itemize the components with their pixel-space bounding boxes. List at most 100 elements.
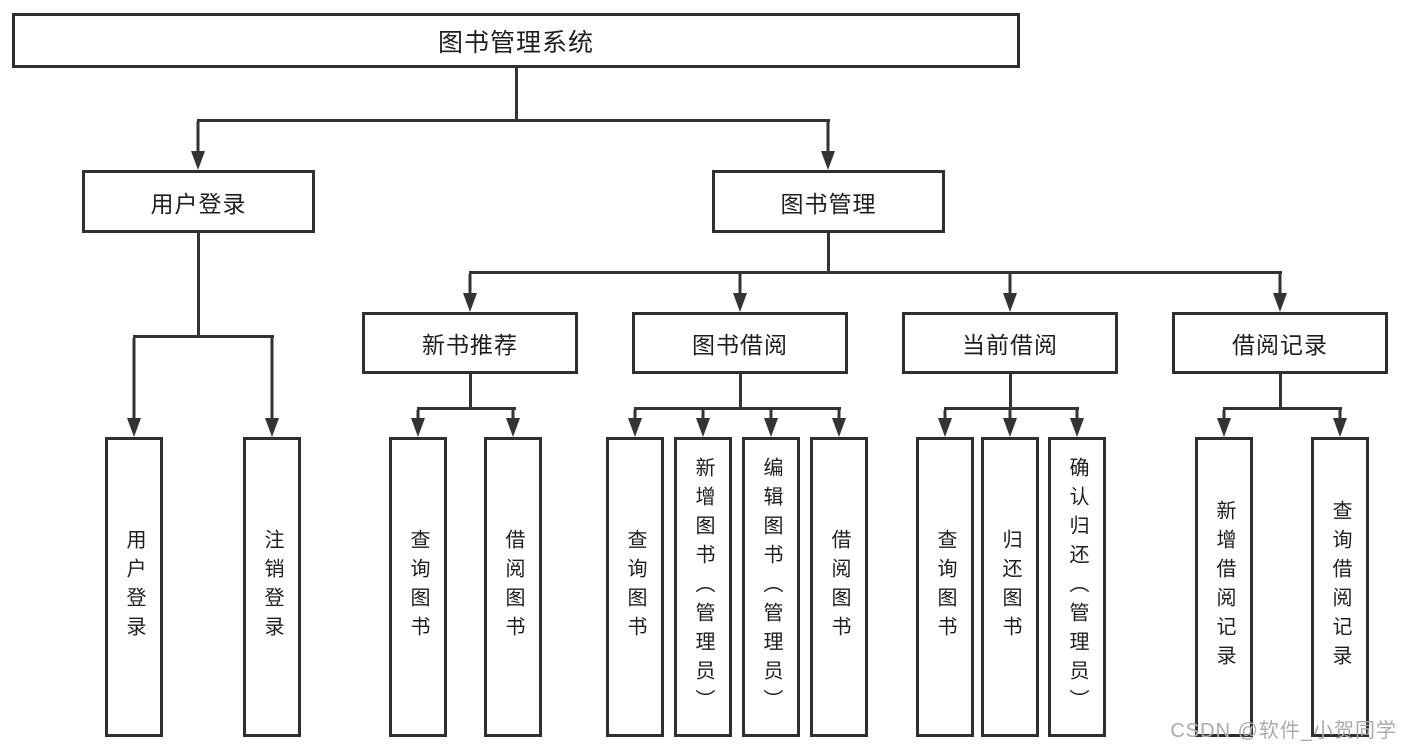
connector-borrowing-rail	[634, 407, 841, 410]
connector-recommend-rail	[417, 407, 516, 410]
leaf-label: 查询借阅记录	[1329, 500, 1351, 674]
connector-book-management-rail	[469, 271, 1282, 274]
arrow-down-icon	[1217, 418, 1231, 437]
arrow-to-add-borrow-record	[1217, 410, 1231, 437]
connector-book-management-stem	[827, 233, 830, 273]
node-user-login: 用户登录	[82, 170, 315, 233]
arrow-down-icon	[832, 418, 846, 437]
arrow-shaft	[769, 410, 773, 422]
leaf-query-books-recommend: 查询图书	[389, 437, 447, 737]
arrow-to-leaf-logout	[265, 338, 279, 437]
leaf-label: 新增借阅记录	[1213, 500, 1235, 674]
arrow-to-query-books-borrowing	[628, 410, 642, 437]
arrow-to-confirm-return-admin	[1070, 410, 1084, 437]
arrow-down-icon	[733, 293, 747, 312]
arrow-shaft	[633, 410, 637, 422]
node-label: 借阅记录	[1232, 332, 1328, 358]
arrow-to-current-borrowing	[1003, 274, 1017, 312]
arrow-shaft	[196, 121, 200, 155]
arrow-shaft	[738, 274, 742, 297]
arrow-shaft	[701, 410, 705, 422]
arrow-down-icon	[1003, 418, 1017, 437]
connector-root-rail	[197, 119, 830, 122]
arrow-to-new-book-recommendation	[463, 274, 477, 312]
arrow-to-query-books-recommend	[411, 410, 425, 437]
node-label: 图书借阅	[692, 332, 788, 358]
leaf-label: 注销登录	[261, 529, 283, 645]
node-label: 用户登录	[150, 190, 247, 217]
arrow-down-icon	[938, 418, 952, 437]
leaf-add-book-admin: 新增图书（管理员）	[674, 437, 732, 737]
leaf-label: 查询图书	[407, 529, 429, 645]
arrow-to-return-book	[1003, 410, 1017, 437]
node-label: 图书管理	[780, 190, 877, 217]
leaf-label: 查询图书	[934, 529, 956, 645]
arrow-shaft	[1338, 410, 1342, 422]
arrow-shaft	[826, 121, 830, 155]
arrow-shaft	[1075, 410, 1079, 422]
arrow-shaft	[1008, 274, 1012, 297]
connector-records-stem	[1279, 374, 1282, 410]
arrow-shaft	[1008, 410, 1012, 422]
arrow-to-book-borrowing	[733, 274, 747, 312]
leaf-label: 查询图书	[624, 529, 646, 645]
csdn-watermark: CSDN @软件_小贺同学	[1170, 720, 1397, 742]
leaf-confirm-return-admin: 确认归还（管理员）	[1048, 437, 1106, 737]
arrow-to-book-management	[821, 121, 835, 170]
arrow-shaft	[1278, 274, 1282, 297]
node-label: 新书推荐	[422, 332, 518, 358]
arrow-down-icon	[821, 151, 835, 170]
arrow-down-icon	[1273, 293, 1287, 312]
arrow-shaft	[837, 410, 841, 422]
leaf-label: 用户登录	[123, 529, 145, 645]
node-new-book-recommendation: 新书推荐	[362, 312, 578, 374]
arrow-down-icon	[764, 418, 778, 437]
connector-user-login-stem	[197, 233, 200, 337]
arrow-down-icon	[696, 418, 710, 437]
arrow-to-leaf-user-login	[127, 338, 141, 437]
leaf-label: 新增图书（管理员）	[692, 456, 714, 718]
arrow-shaft	[468, 274, 472, 297]
leaf-label: 归还图书	[999, 529, 1021, 645]
arrow-down-icon	[1333, 418, 1347, 437]
connector-borrowing-stem	[739, 374, 742, 410]
arrow-shaft	[132, 338, 136, 422]
leaf-query-borrow-record: 查询借阅记录	[1311, 437, 1369, 737]
leaf-edit-book-admin: 编辑图书（管理员）	[742, 437, 800, 737]
arrow-to-borrow-books-borrowing	[832, 410, 846, 437]
arrow-to-edit-book-admin	[764, 410, 778, 437]
arrow-down-icon	[411, 418, 425, 437]
arrow-down-icon	[265, 418, 279, 437]
arrow-shaft	[511, 410, 515, 422]
arrow-down-icon	[506, 418, 520, 437]
node-library-management-system: 图书管理系统	[12, 13, 1020, 68]
leaf-add-borrow-record: 新增借阅记录	[1195, 437, 1253, 737]
leaf-borrow-books-borrowing: 借阅图书	[810, 437, 868, 737]
arrow-down-icon	[127, 418, 141, 437]
leaf-logout: 注销登录	[243, 437, 301, 737]
node-current-borrowing: 当前借阅	[902, 312, 1118, 374]
node-book-borrowing: 图书借阅	[632, 312, 848, 374]
arrow-to-user-login	[191, 121, 205, 170]
node-borrowing-records: 借阅记录	[1172, 312, 1388, 374]
connector-records-rail	[1223, 407, 1342, 410]
node-book-management: 图书管理	[712, 170, 945, 233]
arrow-to-borrowing-records	[1273, 274, 1287, 312]
leaf-label: 借阅图书	[828, 529, 850, 645]
arrow-down-icon	[191, 151, 205, 170]
leaf-label: 确认归还（管理员）	[1066, 456, 1088, 718]
leaf-borrow-books-recommend: 借阅图书	[484, 437, 542, 737]
arrow-to-borrow-books-recommend	[506, 410, 520, 437]
node-label: 当前借阅	[962, 332, 1058, 358]
arrow-shaft	[1222, 410, 1226, 422]
leaf-label: 编辑图书（管理员）	[760, 456, 782, 718]
arrow-down-icon	[628, 418, 642, 437]
connector-root-stem	[515, 68, 518, 121]
leaf-label: 借阅图书	[502, 529, 524, 645]
arrow-shaft	[270, 338, 274, 422]
node-label: 图书管理系统	[437, 28, 594, 57]
arrow-down-icon	[1003, 293, 1017, 312]
arrow-to-add-book-admin	[696, 410, 710, 437]
leaf-query-books-current: 查询图书	[916, 437, 974, 737]
